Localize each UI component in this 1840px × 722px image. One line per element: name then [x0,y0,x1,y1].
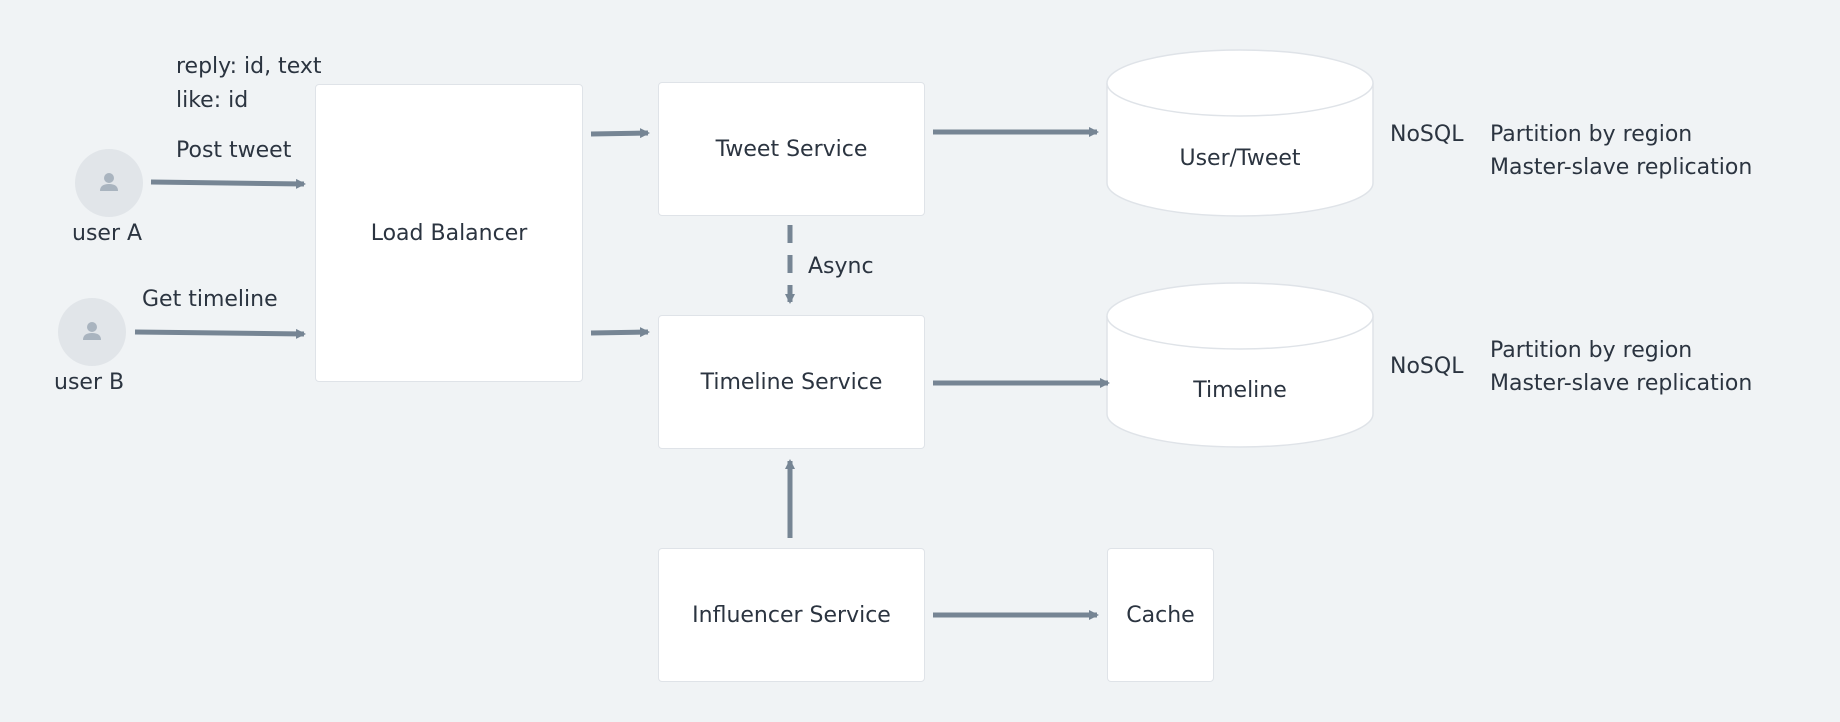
tweet-service-label: Tweet Service [715,136,868,162]
person-icon [83,322,101,340]
edge-label-reply: reply: id, text [176,54,322,79]
edge-label-like: like: id [176,88,249,113]
timeline-service-label: Timeline Service [700,369,883,395]
edge-label-async: Async [808,254,874,279]
arrow-lb-to-tweet [590,128,650,139]
timeline-db-type: NoSQL [1390,354,1464,379]
user-b-avatar [58,298,126,366]
user-tweet-db-label: User/Tweet [1179,146,1301,171]
timeline-service-box: Timeline Service [658,315,925,449]
person-icon [100,173,118,191]
user-a-avatar [75,149,143,217]
user-tweet-db-note-1: Partition by region [1490,122,1693,147]
user-tweet-db-type: NoSQL [1390,122,1464,147]
arrow-lb-to-timeline [590,327,650,338]
influencer-service-label: Influencer Service [692,602,891,628]
edge-label-get-timeline: Get timeline [142,287,278,312]
user-b-label: user B [54,370,125,395]
load-balancer-label: Load Balancer [370,220,528,246]
user-tweet-db-note-2: Master-slave replication [1490,155,1753,180]
load-balancer-box: Load Balancer [315,84,583,382]
arrow-user-b-to-lb [134,328,306,339]
timeline-db-note-1: Partition by region [1490,338,1693,363]
database-user-tweet [1106,49,1374,217]
edge-label-post-tweet: Post tweet [176,138,292,163]
tweet-service-box: Tweet Service [658,82,925,216]
cache-label: Cache [1126,602,1195,628]
timeline-db-label: Timeline [1193,378,1287,403]
database-timeline [1106,282,1374,448]
cache-box: Cache [1107,548,1214,682]
arrow-user-a-to-lb [150,178,306,189]
user-a-label: user A [72,221,143,246]
influencer-service-box: Influencer Service [658,548,925,682]
timeline-db-note-2: Master-slave replication [1490,371,1753,396]
